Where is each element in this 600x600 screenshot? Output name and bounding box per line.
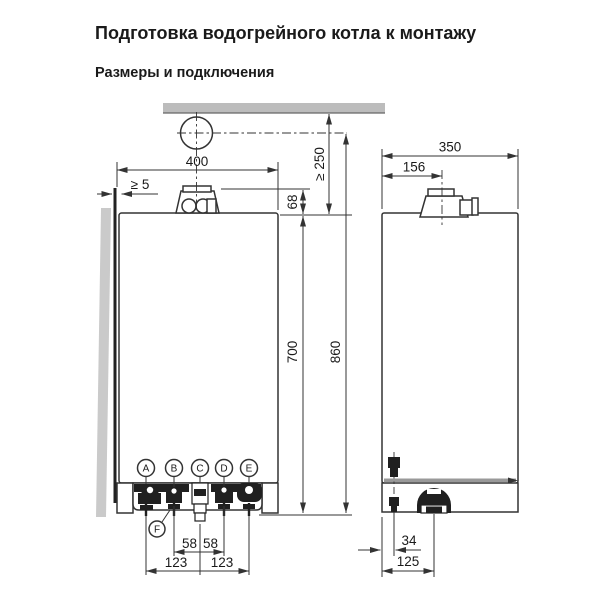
- dim-text-ge250: ≥ 250: [312, 147, 327, 181]
- connection-circle-c: [190, 458, 210, 478]
- left-foot: [116, 482, 134, 514]
- dim-text-58-right: 58: [203, 536, 218, 551]
- boiler-body-front: [118, 212, 279, 484]
- connection-label-b: B: [171, 464, 178, 475]
- boiler-body-side: [381, 212, 519, 484]
- ceiling-slab: [163, 103, 385, 113]
- dim-text-ge5: ≥ 5: [131, 177, 150, 192]
- dim-text-700: 700: [285, 341, 300, 364]
- connection-label-c: C: [196, 464, 203, 475]
- rail-arrow: [508, 477, 518, 484]
- connection-label-f: F: [154, 525, 160, 536]
- dim-text-123-right: 123: [211, 555, 234, 570]
- connection-circle-d: [214, 458, 234, 478]
- connection-circle-f: [148, 520, 166, 538]
- dim-text-350: 350: [439, 140, 462, 155]
- dim-front-width: 400: [116, 154, 279, 210]
- dim-text-860: 860: [328, 341, 343, 364]
- front-view: A B C D E F 400 ≥ 5: [96, 103, 385, 575]
- flue-collar-front: [175, 185, 220, 214]
- dim-flue-offset: 156: [382, 160, 442, 179]
- condensate-trap-side: [417, 488, 451, 514]
- connection-label-a: A: [143, 464, 150, 475]
- dim-port-spacing: 58 58 123 123: [145, 506, 250, 575]
- dim-text-58-left: 58: [182, 536, 197, 551]
- dim-text-400: 400: [186, 154, 209, 169]
- dim-wall-clearance: ≥ 5: [97, 177, 158, 197]
- dim-drain-offset: 34: [358, 512, 421, 556]
- connection-circle-a: [136, 458, 156, 478]
- connection-circle-b: [164, 458, 184, 478]
- right-foot: [261, 482, 279, 514]
- connection-labels: A B C D E F: [136, 458, 259, 538]
- dim-body-height: 700: [259, 216, 352, 516]
- dim-trap-offset: 125: [381, 514, 435, 577]
- dim-text-34: 34: [401, 533, 417, 548]
- dim-side-depth: 350: [381, 140, 519, 209]
- section-subtitle: Размеры и подключения: [95, 65, 274, 81]
- dim-text-125: 125: [397, 554, 420, 569]
- dim-text-123-left: 123: [165, 555, 188, 570]
- dim-top-clearance: ≥ 250: [280, 114, 352, 216]
- connection-label-e: E: [246, 464, 253, 475]
- dim-collar-height: 68: [221, 188, 310, 214]
- connection-circle-e: [239, 458, 259, 478]
- dim-text-156: 156: [403, 160, 426, 175]
- drain-valve-side: [388, 452, 400, 512]
- flue-collar-side: [419, 188, 479, 218]
- wall-hatch: [96, 208, 111, 517]
- dim-text-68: 68: [285, 194, 300, 209]
- dim-flue-axis-height: 860: [328, 134, 349, 513]
- side-view: 350 156 34 125: [358, 140, 519, 577]
- page-title: Подготовка водогрейного котла к монтажу: [95, 23, 476, 43]
- connection-label-d: D: [220, 464, 227, 475]
- gas-pipe-fitting: [191, 482, 209, 522]
- page-titles: Подготовка водогрейного котла к монтажу …: [95, 23, 476, 81]
